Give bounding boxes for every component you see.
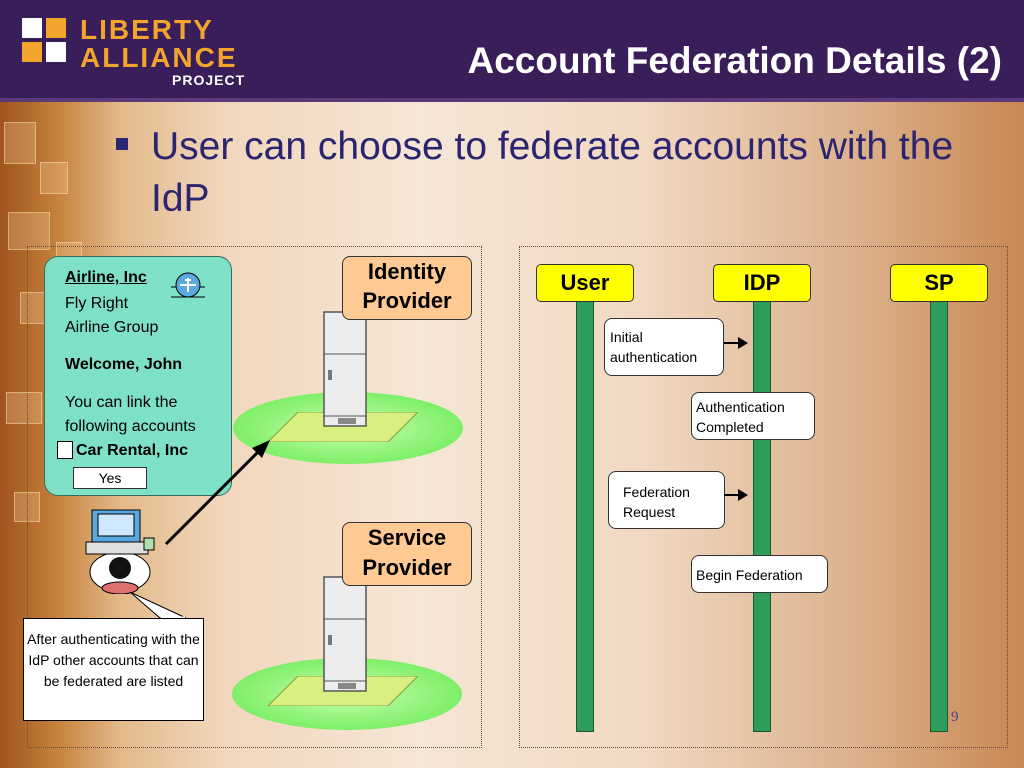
sequence-diagram-panel — [519, 246, 1008, 748]
idp-label: Identity Provider — [342, 256, 472, 320]
sp-label-line1: Service — [367, 525, 447, 550]
message-line: Begin Federation — [696, 567, 803, 583]
idp-label-line2: Provider — [362, 288, 452, 313]
message-authentication-completed: Authentication Completed — [691, 392, 815, 440]
logo-alliance-text: ALLIANCE — [80, 42, 238, 73]
arrow-right-icon — [724, 337, 748, 349]
user-to-idp-arrow-icon — [164, 440, 270, 546]
bullet-text: User can choose to federate accounts wit… — [151, 125, 954, 220]
logo-squares-icon — [22, 18, 68, 64]
airline-line2: Fly Right — [65, 295, 129, 312]
account-checkbox[interactable] — [57, 441, 73, 459]
idp-label-line1: Identity — [367, 259, 447, 284]
sequence-header-user: User — [536, 264, 634, 302]
sp-lifeline — [930, 300, 948, 732]
yes-button[interactable]: Yes — [73, 467, 147, 489]
sequence-header-idp: IDP — [713, 264, 811, 302]
sp-server-icon — [323, 576, 367, 692]
message-initial-authentication: Initial authentication — [604, 318, 724, 376]
message-line: Completed — [696, 419, 764, 435]
slide-title: Account Federation Details (2) — [467, 40, 1002, 81]
message-line: authentication — [610, 349, 698, 365]
logo-project-text: PROJECT — [172, 72, 246, 88]
account-name: Car Rental, Inc — [76, 442, 189, 459]
logo-liberty-text: LIBERTY — [80, 14, 214, 45]
idp-floor-mat-icon — [268, 412, 418, 442]
airline-name: Airline, Inc — [65, 269, 147, 286]
welcome-text: Welcome, John — [65, 356, 183, 373]
callout-note: After authenticating with the IdP other … — [23, 618, 204, 721]
link-text-2: following accounts — [65, 418, 196, 435]
user-lifeline — [576, 300, 594, 732]
airplane-icon — [171, 272, 205, 298]
idp-lifeline — [753, 300, 771, 732]
link-text-1: You can link the — [65, 394, 178, 411]
sp-label: Service Provider — [342, 522, 472, 586]
header-bar: LIBERTY ALLIANCE PROJECT Account Federat… — [0, 0, 1024, 102]
sp-label-line2: Provider — [362, 555, 452, 580]
bullet-marker — [116, 138, 128, 150]
message-federation-request: Federation Request — [608, 471, 725, 529]
message-begin-federation: Begin Federation — [691, 555, 828, 593]
left-diagram-panel — [27, 246, 482, 748]
page-number: 9 — [951, 709, 959, 725]
message-line: Request — [623, 504, 676, 520]
airline-card: Airline, Inc Fly Right Airline Group Wel… — [44, 256, 232, 496]
message-line: Authentication — [696, 399, 785, 415]
arrow-right-icon — [724, 489, 748, 501]
message-line: Federation — [623, 484, 690, 500]
idp-server-icon — [323, 311, 367, 427]
airline-line3: Airline Group — [65, 319, 159, 336]
user-at-computer-icon — [85, 509, 155, 594]
message-line: Initial — [610, 329, 643, 345]
sequence-header-sp: SP — [890, 264, 988, 302]
